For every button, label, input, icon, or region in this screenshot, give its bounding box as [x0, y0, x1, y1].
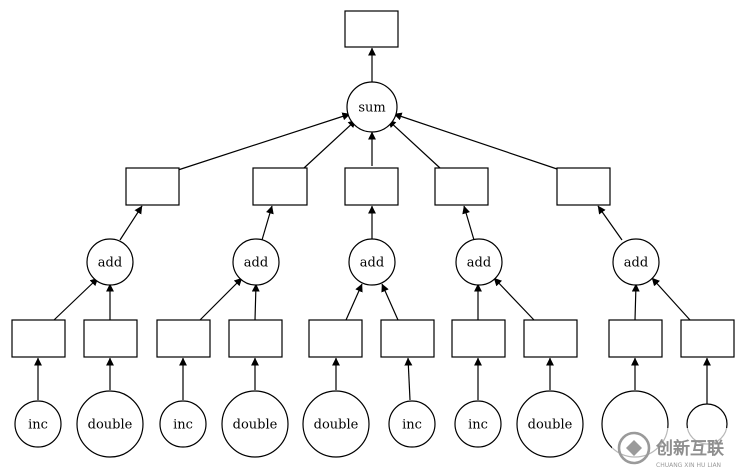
brand-watermark: 创新互联 CHUANG XIN HU LIAN	[612, 428, 752, 475]
inc-node-1-circle	[14, 400, 62, 448]
double-node-1-circle	[76, 390, 144, 458]
add-node-1-circle	[86, 238, 134, 286]
add-node-4-circle	[455, 238, 503, 286]
edge-g2left-to-add2	[199, 277, 243, 321]
add-node-3: add	[348, 238, 396, 286]
double-node-1-label: double	[88, 418, 133, 433]
inc-node-3-label: inc	[402, 418, 422, 433]
edge-g4right-to-add4	[493, 277, 535, 321]
double-node-2: double	[221, 390, 289, 458]
edge-g5right-to-add5	[651, 277, 691, 321]
double-node-3-label: double	[314, 418, 359, 433]
edge-g3right-to-add3	[381, 283, 399, 321]
leaf-result-box-3	[156, 319, 211, 358]
inc-node-1-label: inc	[28, 418, 48, 433]
leaf-result-box-1	[11, 319, 66, 358]
edge-box2-to-sum	[303, 119, 357, 169]
intermediate-box-3	[344, 167, 399, 206]
double-node-4: double	[516, 390, 584, 458]
leaf-result-box-5	[308, 319, 363, 358]
inc-node-4-label: inc	[468, 418, 488, 433]
edge-inc3-to-box	[404, 357, 413, 401]
sum-node-label: sum	[358, 101, 385, 116]
edge-box1-to-sum	[177, 112, 351, 171]
double-node-4-label: double	[528, 418, 573, 433]
leaf-result-box-4	[228, 319, 283, 358]
intermediate-box-1	[125, 167, 180, 206]
result-box	[344, 10, 399, 48]
intermediate-box-2	[252, 167, 308, 206]
inc-node-1: inc	[14, 400, 62, 448]
graph-nodes: sum add add add add add	[11, 10, 735, 458]
edge-add2-to-box2	[261, 205, 274, 241]
leaf-result-box-2	[83, 319, 138, 358]
inc-node-4-circle	[454, 400, 502, 448]
add-node-1-label: add	[98, 256, 122, 271]
add-node-4-label: add	[467, 256, 491, 271]
double-node-4-circle	[516, 390, 584, 458]
inc-node-4: inc	[454, 400, 502, 448]
add-node-2: add	[232, 238, 280, 286]
leaf-result-box-7	[451, 319, 506, 358]
watermark-logo-icon	[617, 431, 651, 465]
double-node-2-circle	[221, 390, 289, 458]
edge-box5-to-sum	[393, 112, 561, 171]
double-node-3: double	[302, 390, 370, 458]
add-node-5: add	[612, 238, 660, 286]
edge-box4-to-sum	[387, 119, 441, 169]
sum-node-circle	[346, 81, 398, 133]
add-node-2-circle	[232, 238, 280, 286]
add-node-3-label: add	[360, 256, 384, 271]
edge-add1-to-box1	[119, 205, 143, 241]
add-node-2-label: add	[244, 256, 268, 271]
watermark-brand-text: 创新互联	[655, 438, 724, 459]
add-node-5-circle	[612, 238, 660, 286]
add-node-4: add	[455, 238, 503, 286]
inc-node-3-circle	[388, 400, 436, 448]
intermediate-box-4	[434, 167, 489, 206]
add-node-5-label: add	[624, 256, 648, 271]
edge-g2right-to-add2	[251, 283, 260, 321]
add-node-1: add	[86, 238, 134, 286]
leaf-result-box-10	[680, 319, 735, 358]
double-node-1: double	[76, 390, 144, 458]
double-node-2-label: double	[233, 418, 278, 433]
graph-edges	[34, 47, 711, 404]
edge-add5-to-box5	[597, 205, 623, 241]
edge-g1left-to-add1	[53, 277, 99, 321]
add-node-3-circle	[348, 238, 396, 286]
edge-add4-to-box4	[462, 205, 475, 241]
watermark-sub-text: CHUANG XIN HU LIAN	[656, 462, 721, 469]
leaf-result-box-9	[608, 319, 663, 358]
intermediate-box-5	[556, 167, 611, 206]
edge-g5left-to-add5	[631, 283, 640, 321]
edge-g3left-to-add3	[345, 283, 363, 321]
leaf-result-box-8	[523, 319, 578, 358]
leaf-result-box-6	[380, 319, 435, 358]
inc-node-2: inc	[159, 400, 207, 448]
inc-node-2-label: inc	[173, 418, 193, 433]
inc-node-3: inc	[388, 400, 436, 448]
double-node-3-circle	[302, 390, 370, 458]
inc-node-2-circle	[159, 400, 207, 448]
sum-node: sum	[346, 81, 398, 133]
